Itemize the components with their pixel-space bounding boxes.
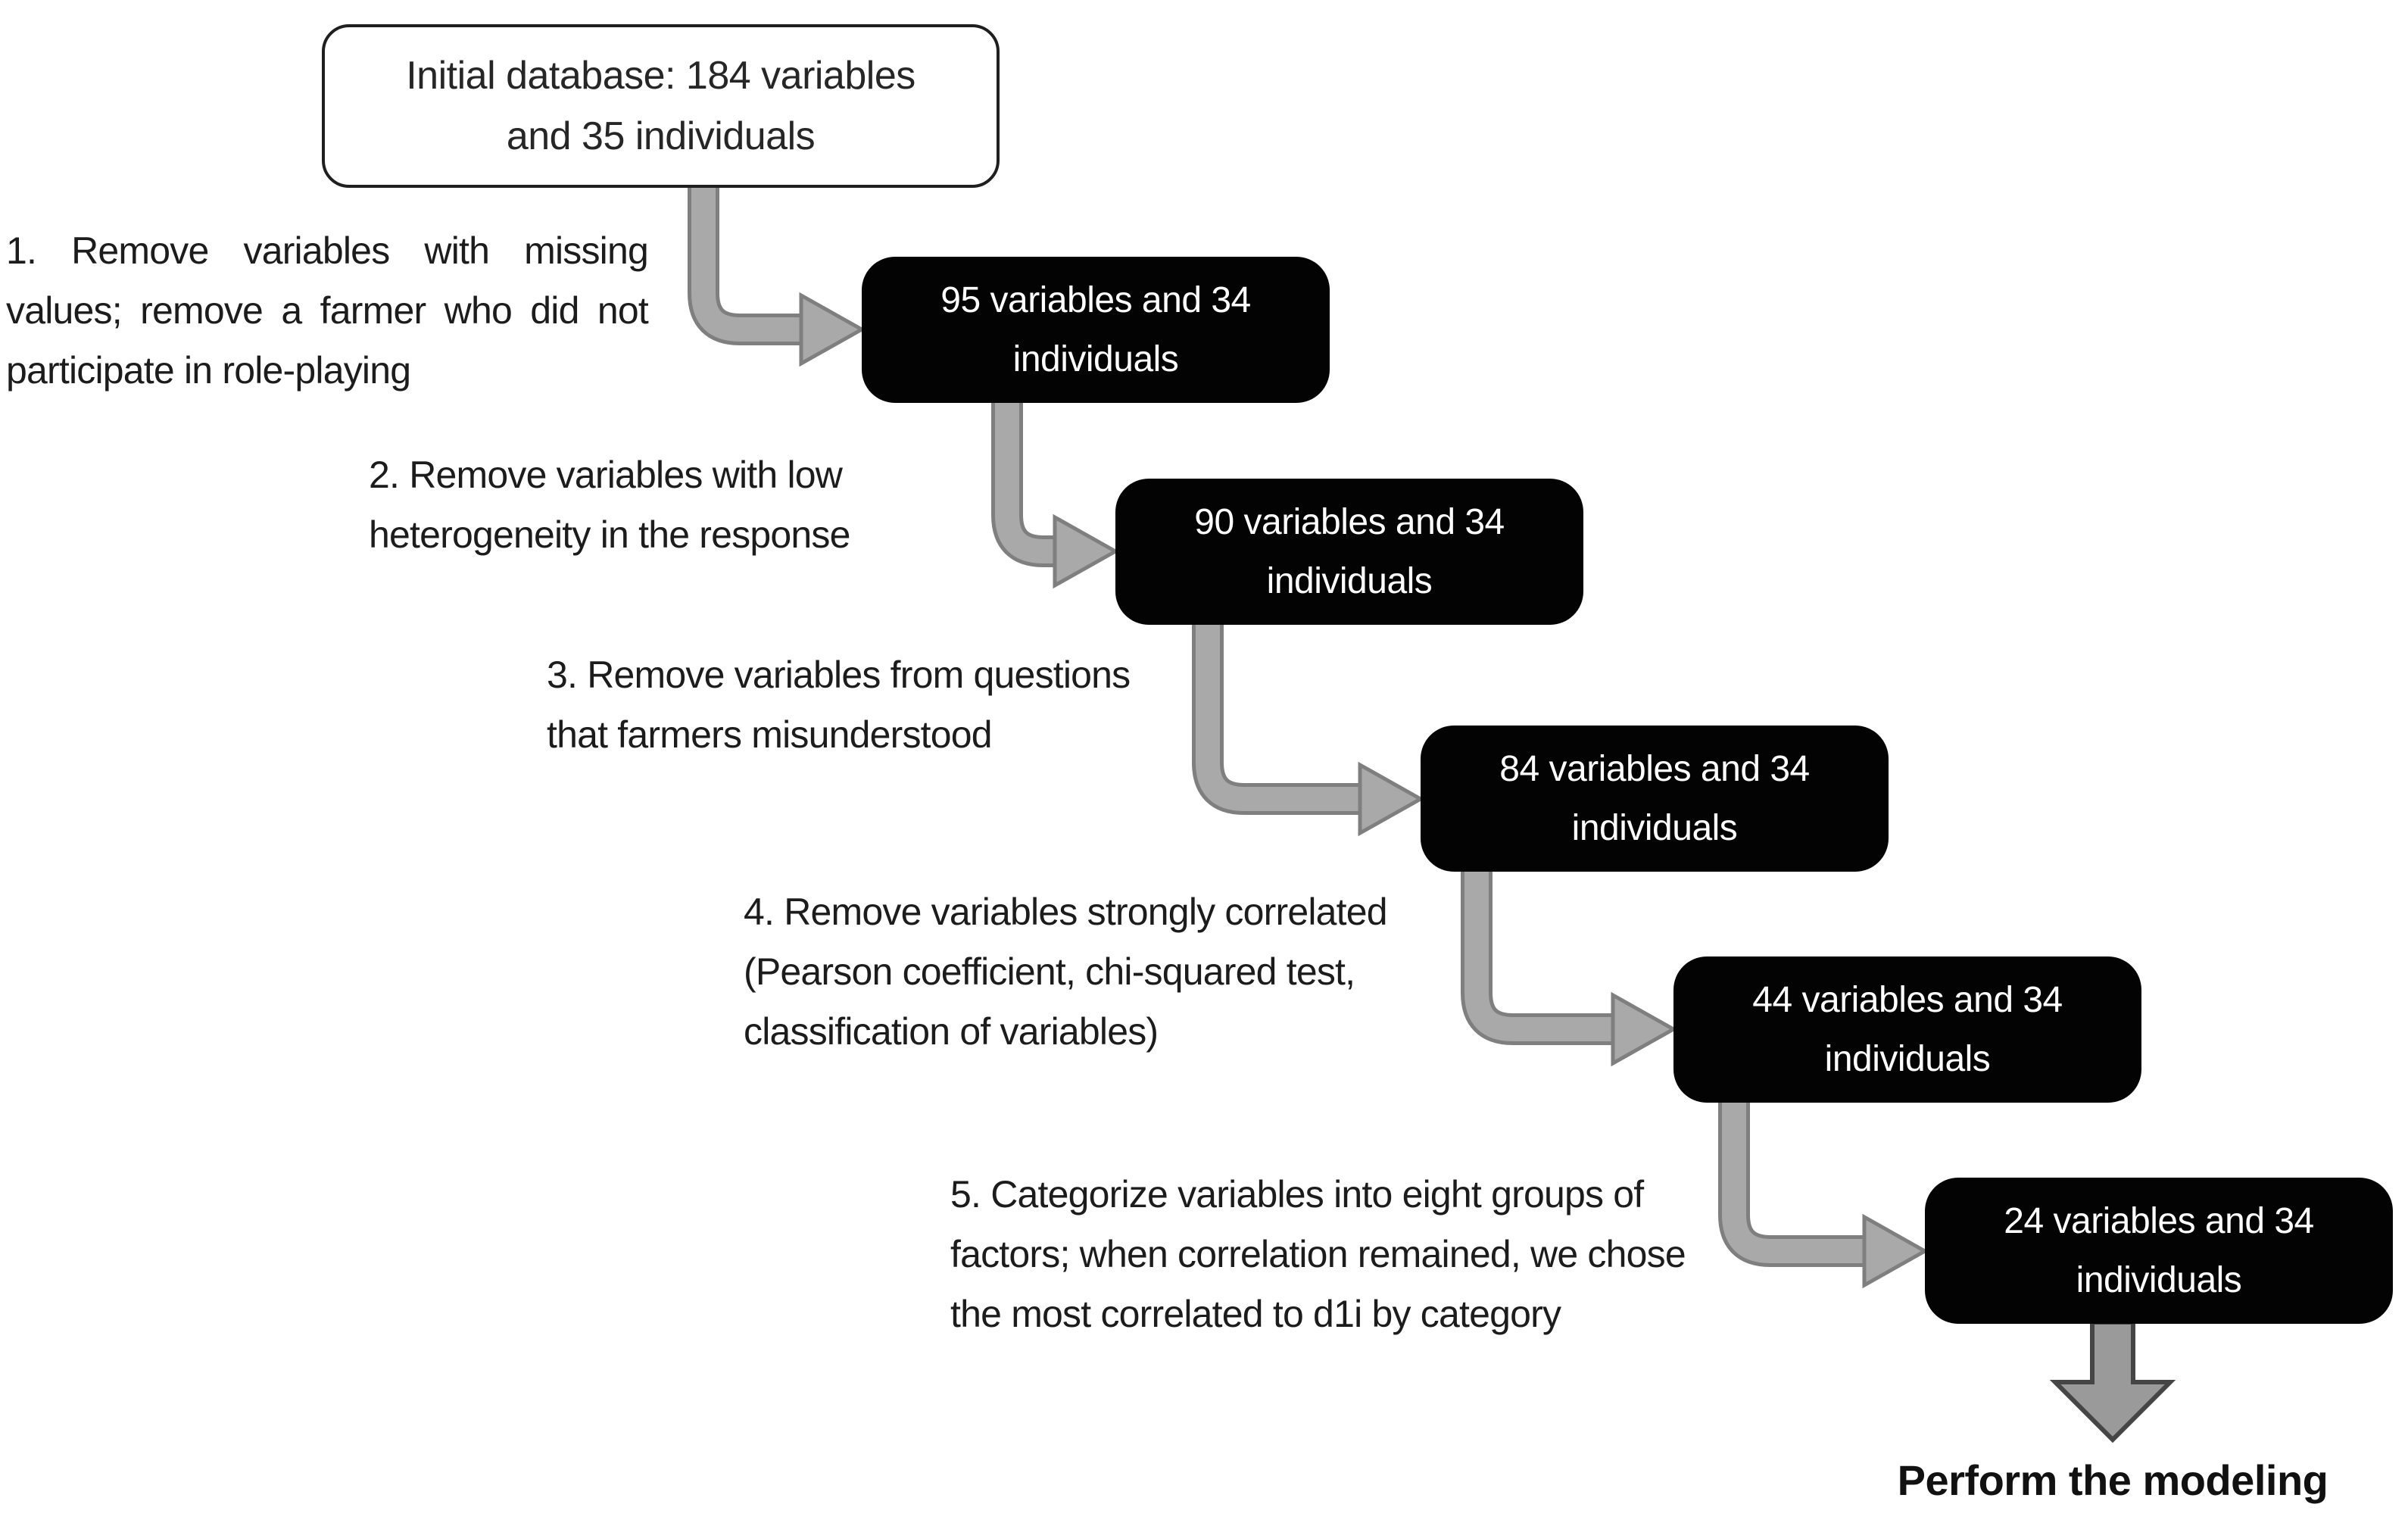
step-2-line-1: 2. Remove variables with low [369, 454, 843, 496]
result-box-24-line-1: 24 variables and 34 [2004, 1200, 2314, 1241]
result-box-90-line-2: individuals [1266, 560, 1433, 601]
step-3-line-2: that farmers misunderstood [547, 713, 993, 756]
result-box-95-line-2: individuals [1012, 339, 1179, 379]
result-box-84-line-2: individuals [1571, 807, 1738, 848]
result-box-90-line-1: 90 variables and 34 [1194, 501, 1505, 542]
result-box-95-variables: 95 variables and 34 individuals [862, 257, 1330, 403]
curved-arrow-step-3-icon [1192, 617, 1425, 837]
step-1-line-3: participate in role-playing [6, 349, 411, 392]
initial-database-line-2: and 35 individuals [506, 114, 816, 158]
step-3-line-1: 3. Remove variables from questions [547, 654, 1131, 696]
step-4-line-3: classification of variables) [744, 1010, 1159, 1053]
step-2-annotation: 2. Remove variables with low heterogenei… [369, 445, 850, 565]
step-5-line-2: factors; when correlation remained, we c… [950, 1233, 1686, 1275]
step-4-annotation: 4. Remove variables strongly correlated … [744, 882, 1388, 1062]
step-1-line-2: values; remove a farmer who did not [6, 289, 649, 332]
down-arrow-final-icon [2049, 1320, 2176, 1443]
result-box-95-line-1: 95 variables and 34 [940, 279, 1251, 320]
result-box-84-line-1: 84 variables and 34 [1499, 748, 1810, 789]
result-box-24-variables: 24 variables and 34 individuals [1925, 1178, 2393, 1324]
step-5-line-3: the most correlated to d1i by category [950, 1293, 1561, 1335]
result-box-44-line-2: individuals [1824, 1038, 1991, 1079]
step-3-annotation: 3. Remove variables from questions that … [547, 645, 1131, 765]
result-box-90-variables: 90 variables and 34 individuals [1115, 479, 1583, 625]
curved-arrow-step-1-icon [688, 180, 866, 367]
step-4-line-1: 4. Remove variables strongly correlated [744, 891, 1388, 933]
perform-modeling-label: Perform the modeling [1897, 1456, 2328, 1504]
step-5-line-1: 5. Categorize variables into eight group… [950, 1173, 1644, 1215]
result-box-24-line-2: individuals [2076, 1259, 2242, 1300]
step-5-annotation: 5. Categorize variables into eight group… [950, 1165, 1686, 1344]
curved-arrow-step-2-icon [991, 397, 1120, 589]
curved-arrow-step-4-icon [1461, 866, 1678, 1067]
step-1-line-1: 1. Remove variables with missing [6, 229, 649, 272]
result-box-44-line-1: 44 variables and 34 [1752, 979, 2063, 1020]
result-box-44-variables: 44 variables and 34 individuals [1673, 956, 2141, 1103]
initial-database-box: Initial database: 184 variables and 35 i… [322, 24, 1000, 188]
curved-arrow-step-5-icon [1718, 1097, 1929, 1289]
initial-database-line-1: Initial database: 184 variables [406, 54, 915, 98]
result-box-84-variables: 84 variables and 34 individuals [1421, 726, 1889, 872]
step-4-line-2: (Pearson coefficient, chi-squared test, [744, 950, 1355, 993]
step-2-line-2: heterogeneity in the response [369, 513, 850, 556]
step-1-annotation: 1. Remove variables with missing values;… [6, 221, 649, 401]
